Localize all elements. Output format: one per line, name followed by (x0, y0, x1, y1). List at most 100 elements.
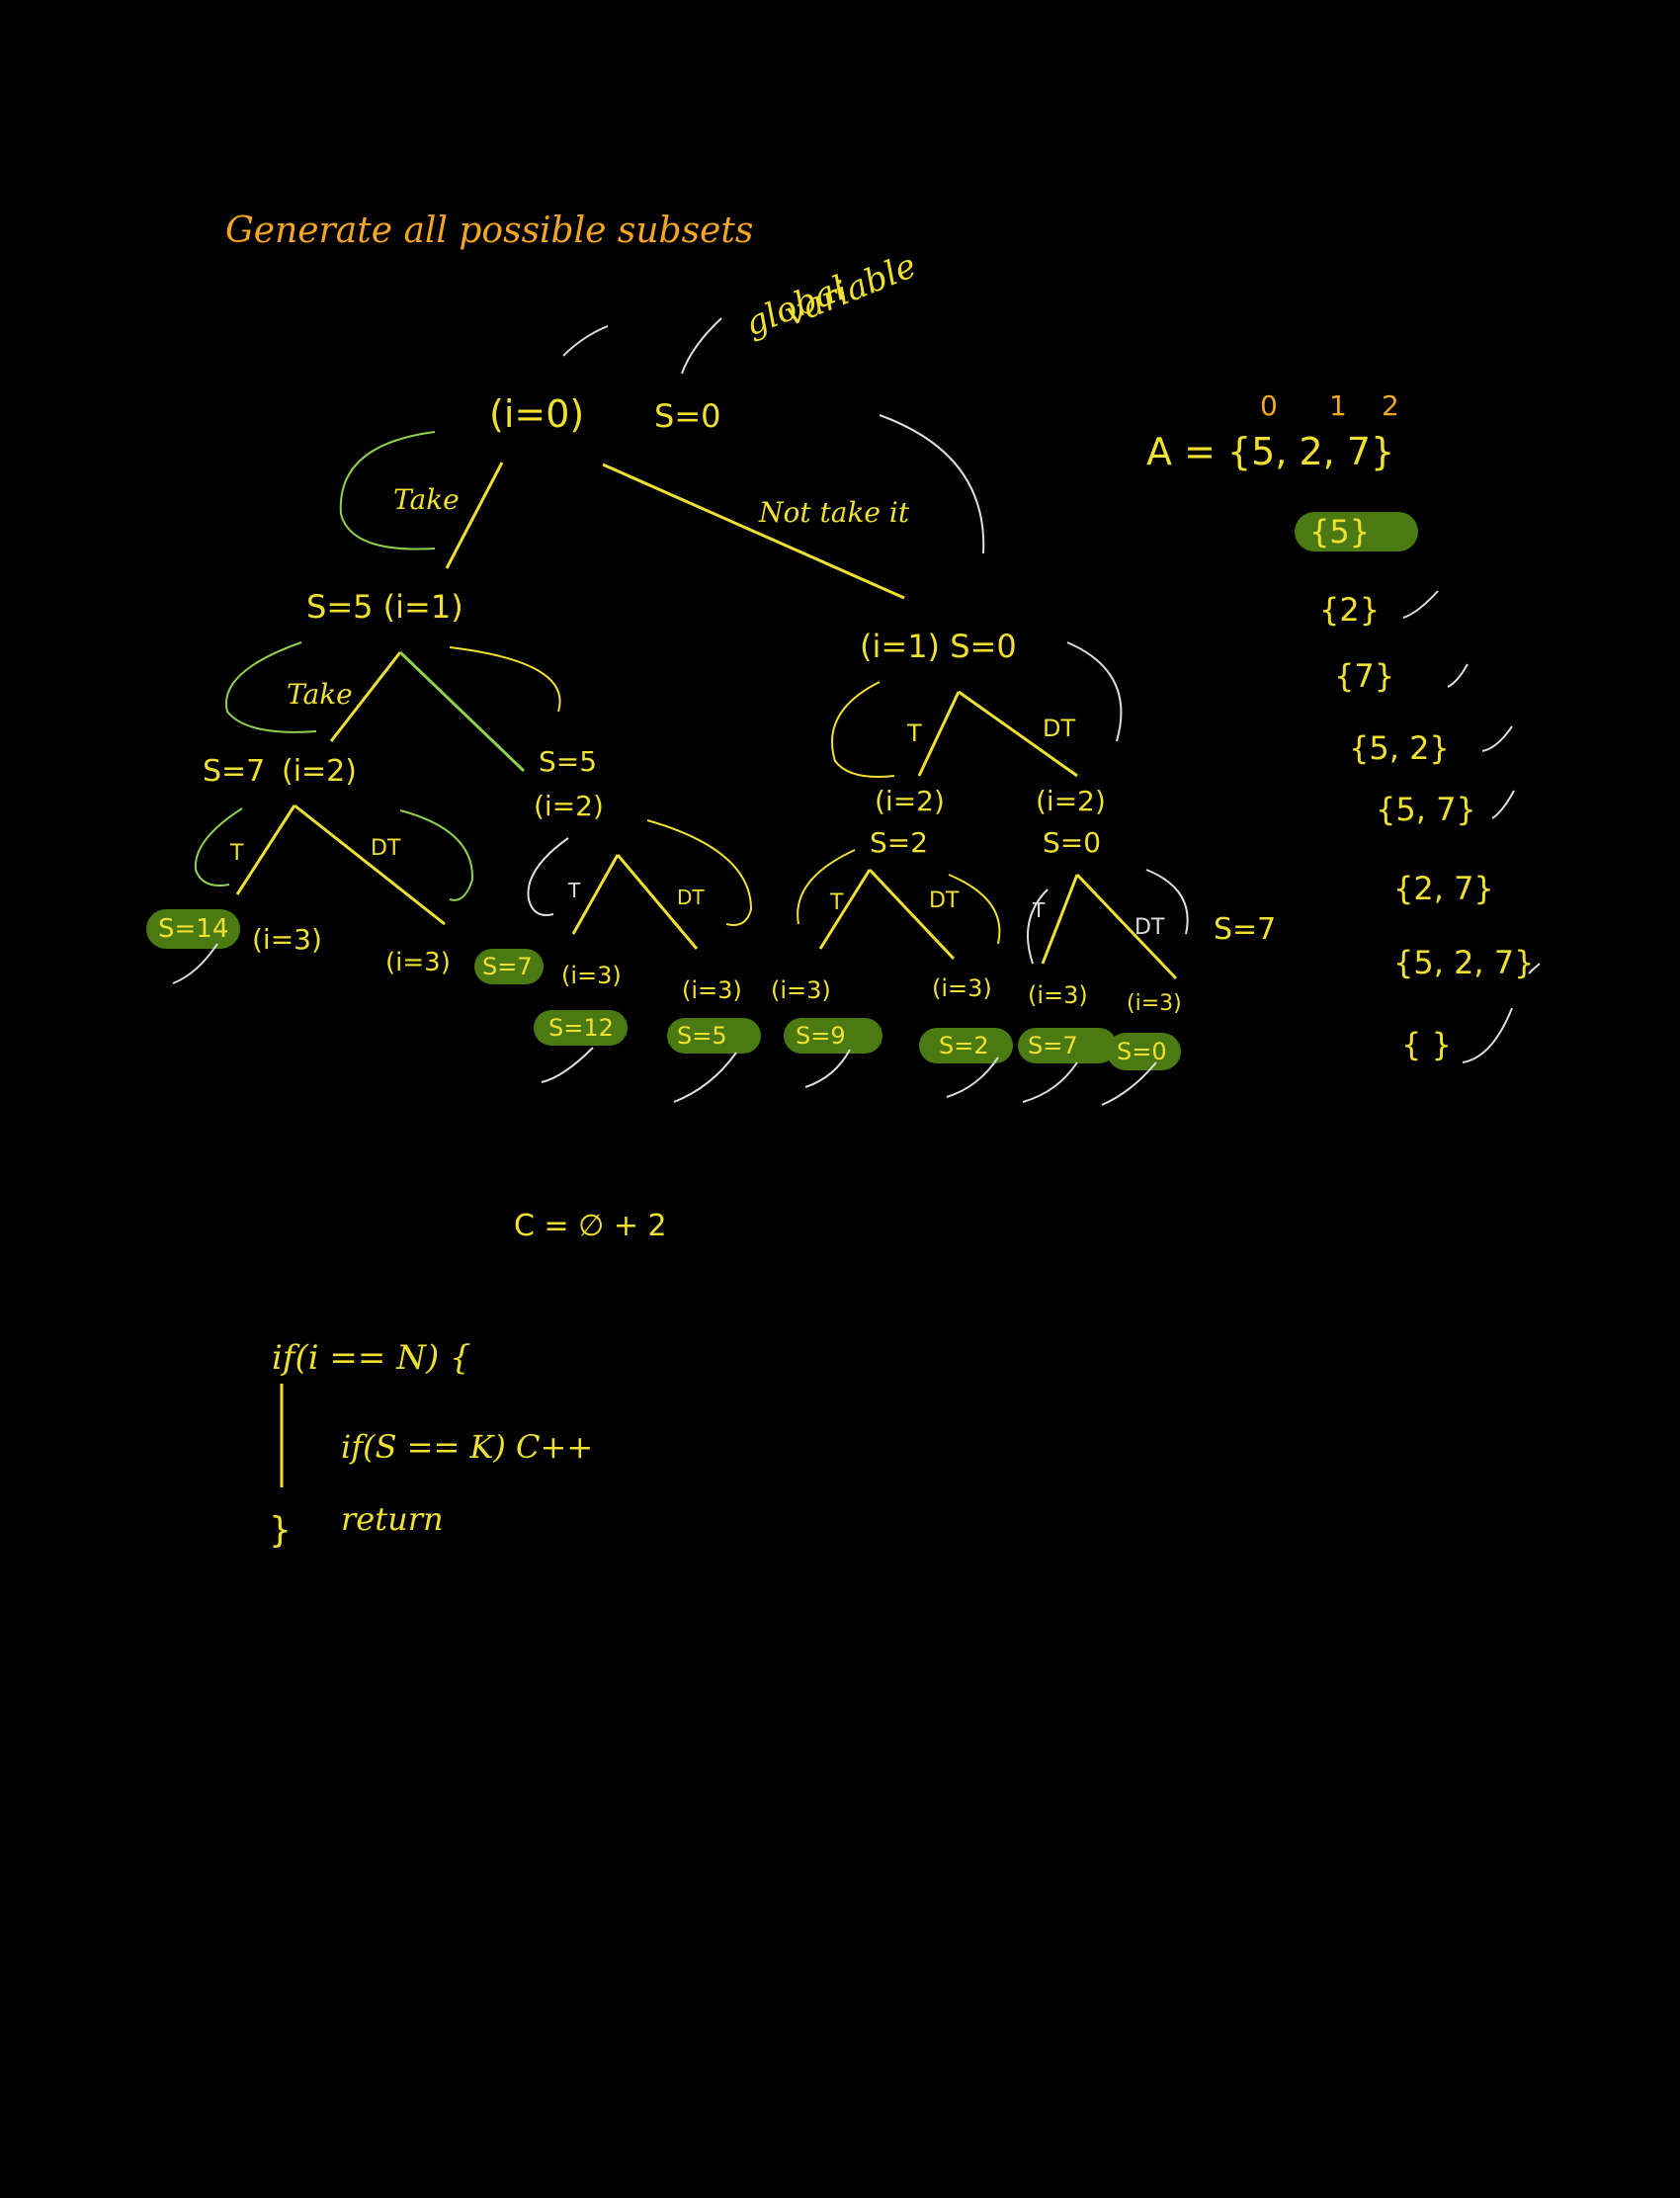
t-label-l2a: T (229, 841, 244, 866)
arrow-l2d-left (1027, 888, 1049, 965)
edge-l2d-t (1041, 874, 1079, 965)
leaf-4-highlight (667, 1018, 761, 1054)
subset-check-7 (1528, 963, 1541, 974)
dt-label-l2c: DT (929, 888, 960, 913)
arrow-l2b-right (646, 819, 753, 926)
arrow-l2d-right (1145, 869, 1189, 935)
leaf-7-node: (i=3) (1028, 981, 1088, 1009)
subset-6: {2, 7} (1393, 870, 1494, 907)
array-definition: A = {5, 2, 7} (1146, 430, 1394, 473)
not-take-label: Not take it (758, 496, 910, 529)
arrow-l2a-left (194, 807, 243, 887)
node-l1-left: S=5 (i=1) (306, 588, 463, 626)
array-index-2: 2 (1382, 389, 1399, 422)
leaf-1-node: (i=3) (252, 923, 322, 956)
node-l2-c-sum: S=2 (870, 826, 928, 859)
root-sum: S=0 (654, 397, 720, 435)
leaf-6-sum: S=2 (939, 1032, 989, 1059)
subset-7: {5, 2, 7} (1393, 944, 1534, 981)
node-l2-c: (i=2) (875, 785, 945, 817)
leaf-7-sum: S=7 (1028, 1032, 1078, 1059)
leaf-3-highlight (534, 1010, 628, 1046)
dt-label-l2a: DT (371, 836, 401, 861)
code-line-3: return (341, 1500, 444, 1538)
node-l2-d-sum: S=0 (1043, 826, 1101, 859)
leaf-2-sum: S=7 (482, 953, 533, 980)
title: Generate all possible subsets (225, 211, 753, 251)
edge-l2b-t (571, 854, 620, 935)
leaf-6-node: (i=3) (932, 974, 992, 1002)
side-sum: S=7 (1214, 912, 1276, 947)
global-pointer-arrow (681, 317, 722, 375)
arrow-l2b-left (527, 837, 569, 916)
arrow-l2c-right (948, 874, 1001, 945)
leaf-5-highlight (784, 1018, 882, 1054)
code-closing-brace: } (269, 1510, 292, 1551)
arrow-l1-left (224, 641, 317, 733)
subset-5: {5, 7} (1376, 791, 1476, 828)
counter-expression: C = ∅ + 2 (514, 1209, 667, 1243)
recursion-arrow-right-root (879, 414, 985, 554)
edge-l2c-dt (868, 868, 956, 961)
subset-4: {5, 2} (1349, 729, 1450, 767)
take-label-root: Take (393, 483, 460, 516)
not-take-edge-root (602, 463, 905, 600)
node-l2-a-sum: S=7 (203, 754, 265, 789)
take-edge-root (445, 462, 504, 569)
subset-2: {2} (1319, 591, 1380, 629)
leaf-6-check (946, 1057, 999, 1098)
edge-l1-right-t (917, 691, 961, 777)
dt-label-r1: DT (1043, 715, 1075, 742)
leaf-4-sum: S=5 (677, 1022, 727, 1050)
subset-check-2 (1402, 590, 1439, 619)
subset-1: {5} (1309, 513, 1370, 550)
code-line-2: if(S == K) C++ (341, 1428, 593, 1466)
leaf-3-sum: S=12 (548, 1014, 614, 1042)
arrow-l2c-left (797, 849, 856, 925)
recursion-arrow-left-root (339, 431, 436, 550)
arrow-l2a-right (399, 809, 474, 901)
subset-1-highlight (1295, 512, 1418, 551)
leaf-5-node: (i=3) (771, 976, 831, 1004)
arrow-l1-right (449, 646, 561, 713)
leaf-8-sum: S=0 (1117, 1038, 1167, 1065)
subset-check-5 (1491, 790, 1515, 819)
leaf-3-check (541, 1047, 594, 1083)
global-pointer-arrow-2 (562, 325, 609, 357)
array-index-1: 1 (1329, 389, 1347, 422)
arrow-r1-left (831, 681, 895, 778)
leaf-8-check (1101, 1061, 1157, 1106)
node-l2-a: (i=2) (282, 754, 357, 789)
subset-check-4 (1481, 725, 1513, 752)
leaf-4-node: (i=3) (682, 976, 742, 1004)
subset-check-8 (1462, 1007, 1513, 1063)
leaf-8-highlight (1107, 1033, 1181, 1070)
t-label-r1: T (906, 719, 922, 747)
arrow-r1-right (1066, 641, 1123, 742)
leaf-7-highlight (1018, 1028, 1117, 1063)
root-node: (i=0) (489, 392, 584, 436)
t-label-l2c: T (829, 890, 844, 915)
leaf-1-highlight (146, 909, 240, 949)
code-line-1: if(i == N) { (272, 1338, 471, 1378)
leaf-8-node: (i=3) (1127, 991, 1182, 1016)
edge-l2a-dt (294, 803, 446, 926)
leaf-6-highlight (919, 1028, 1013, 1063)
global-variable-label-2: variable (779, 246, 921, 334)
edge-l1-right-dt (958, 690, 1078, 778)
subset-3: {7} (1334, 657, 1394, 695)
take-label-l1: Take (287, 678, 353, 711)
dt-label-l2b: DT (677, 886, 705, 909)
node-l2-b-sum: S=5 (539, 745, 597, 778)
leaf-7-check (1022, 1061, 1078, 1103)
leaf-2-node: (i=3) (385, 948, 451, 977)
array-index-0: 0 (1260, 389, 1278, 422)
subset-8: { } (1401, 1026, 1452, 1063)
edge-l2a-t (235, 804, 296, 895)
leaf-5-check (804, 1049, 851, 1088)
leaf-1-sum: S=14 (158, 914, 228, 944)
edge-l1-left-take (329, 651, 402, 742)
edge-l1-left-dt (398, 650, 526, 773)
